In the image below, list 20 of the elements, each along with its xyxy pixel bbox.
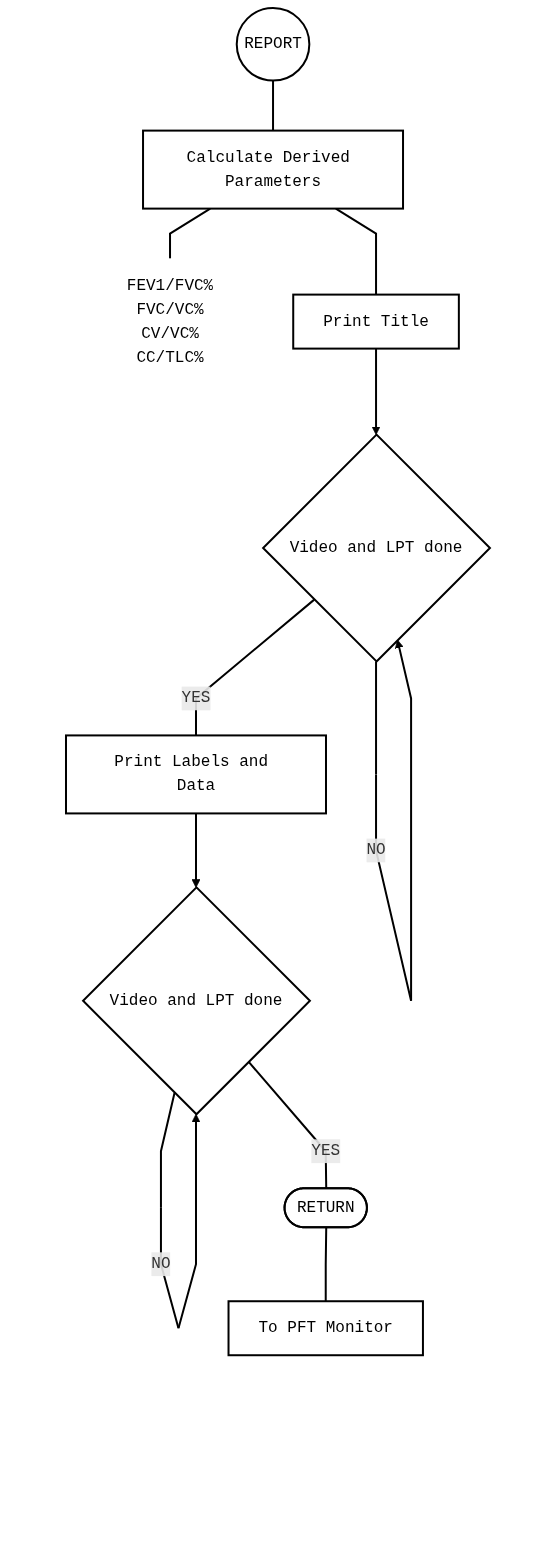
connector (272, 79, 275, 132)
node-diamond: Video and LPT done (261, 433, 492, 663)
node-box: To PFT Monitor (227, 1300, 424, 1357)
edge-label: NO (151, 1255, 171, 1274)
arrow (371, 347, 381, 435)
arrow (191, 812, 201, 888)
node-box: Print Labels and Data (65, 734, 327, 815)
edge-label: YES (311, 1142, 341, 1161)
node-diamond: Video and LPT done (81, 886, 312, 1116)
edge-label: NO (366, 841, 386, 860)
arrow (159, 1091, 201, 1330)
node-box: Print Title (292, 293, 460, 350)
arrow (375, 639, 413, 1002)
node-text: FEV1/FVC% FVC/VC% CV/VC% CC/TLC% (126, 276, 214, 367)
edge-label: YES (181, 689, 211, 708)
connector (334, 207, 378, 296)
node-circle: REPORT (235, 7, 311, 82)
connector (324, 1226, 328, 1303)
node-box: Calculate Derived Parameters (142, 129, 405, 210)
connector (169, 207, 212, 260)
